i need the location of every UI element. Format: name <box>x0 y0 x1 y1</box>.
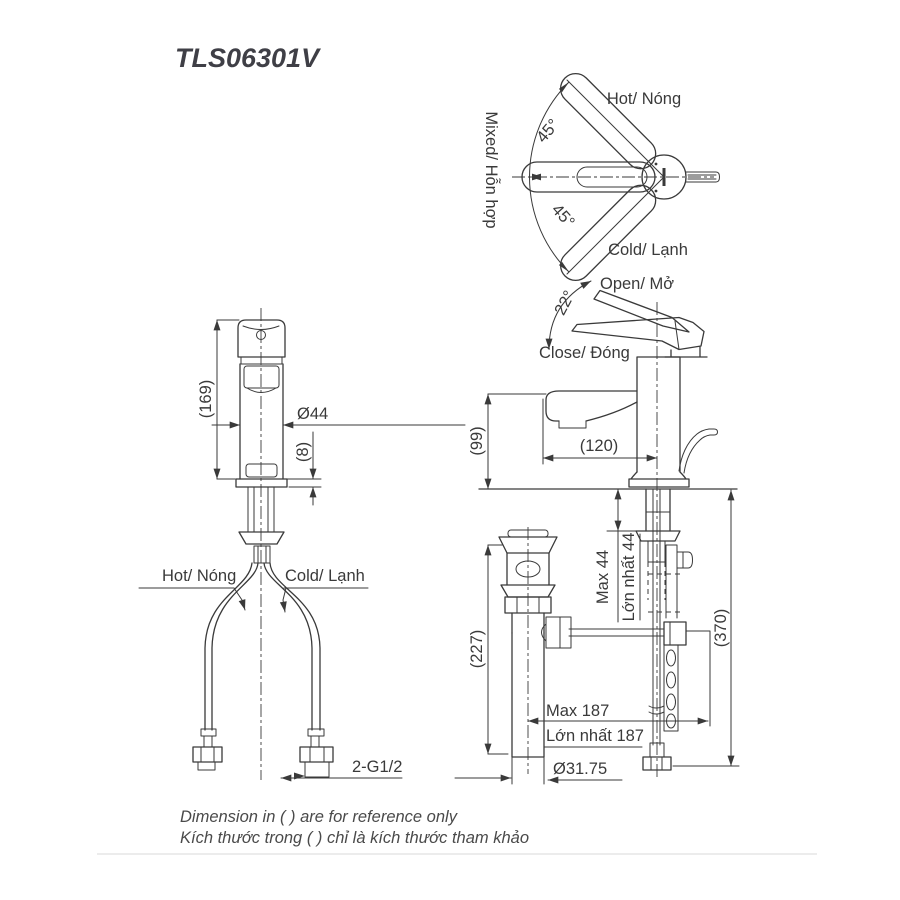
dim-body-diameter: Ø44 <box>297 405 328 423</box>
footer-notes: Dimension in ( ) are for reference only … <box>97 808 817 855</box>
dim-total-height: (169) <box>197 380 215 419</box>
top-view-hot-label: Hot/ Nóng <box>607 90 681 108</box>
side-view-close-label: Close/ Đóng <box>539 344 630 362</box>
dim-deck-max: Max 44 <box>594 550 612 604</box>
dim-below-counter: (370) <box>712 609 730 648</box>
top-view-rotation-diagram: Hot/ Nóng Cold/ Lạnh Mixed/ Hỗn hợp 45° … <box>482 72 720 282</box>
front-view-cold-label: Cold/ Lạnh <box>285 567 365 585</box>
footer-note-vi: Kích thước trong ( ) chỉ là kích thước t… <box>180 829 529 847</box>
top-view-cold-label: Cold/ Lạnh <box>608 241 688 259</box>
dim-base-height: (8) <box>294 442 312 462</box>
front-view-drawing: (169) Ø44 (8) Hot/ Nóng Cold/ Lạnh 2-G1/… <box>138 308 466 782</box>
footer-note-en: Dimension in ( ) are for reference only <box>180 808 459 826</box>
dim-spout-height: (99) <box>468 426 486 455</box>
page-title: TLS06301V <box>175 43 321 73</box>
side-view-open-label: Open/ Mở <box>600 275 674 293</box>
dim-rod-travel-vi: Lớn nhất 187 <box>546 727 644 745</box>
side-view-drawing: 22° Open/ Mở Close/ Đóng <box>454 275 740 785</box>
dim-spout-reach: (120) <box>580 437 619 455</box>
dim-deck-max-vi: Lớn nhất 44 <box>620 533 638 622</box>
top-view-angle-lower: 45° <box>548 201 578 232</box>
dim-thread: 2-G1/2 <box>352 758 402 776</box>
dim-drain-height: (227) <box>468 630 486 669</box>
top-view-angle-upper: 45° <box>533 116 563 147</box>
dim-drain-diameter: Ø31.75 <box>553 760 607 778</box>
dim-rod-travel: Max 187 <box>546 702 609 720</box>
front-view-hot-label: Hot/ Nóng <box>162 567 236 585</box>
top-view-mixed-label: Mixed/ Hỗn hợp <box>482 111 501 228</box>
